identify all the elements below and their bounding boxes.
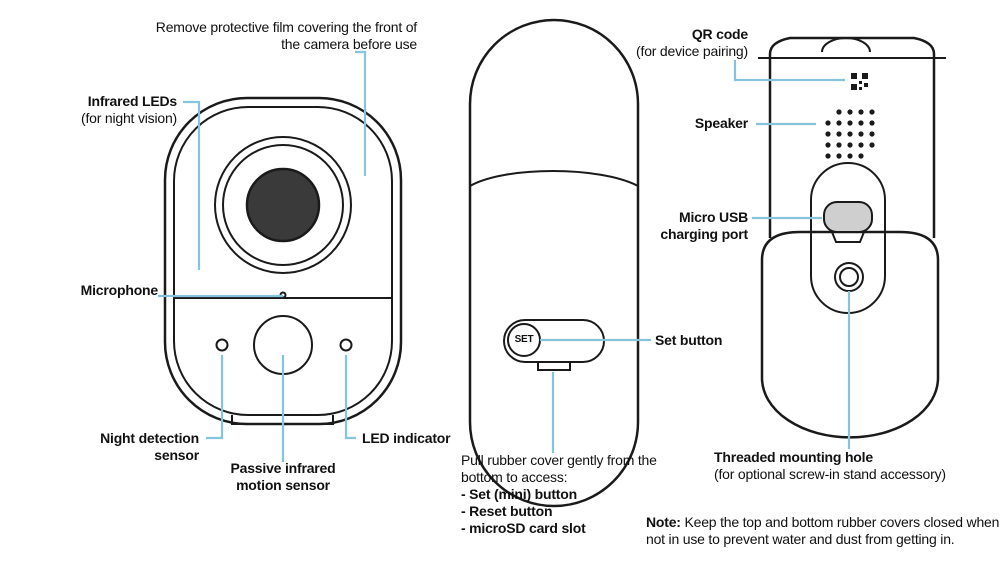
- micro-usb-label: Micro USB charging port: [660, 209, 748, 243]
- speaker-hole: [847, 142, 853, 148]
- speaker-hole: [836, 131, 842, 137]
- speaker-hole: [836, 142, 842, 148]
- infrared-leds-subtitle: (for night vision): [81, 110, 177, 126]
- speaker-hole: [858, 120, 864, 126]
- speaker-hole: [858, 142, 864, 148]
- pull-item2: - Reset button: [461, 503, 553, 519]
- note-text: Note: Keep the top and bottom rubber cov…: [646, 514, 999, 548]
- speaker-hole: [836, 120, 842, 126]
- micro-usb-line1: Micro USB: [679, 209, 748, 225]
- night-detection-line2: sensor: [154, 447, 199, 463]
- pull-line1: Pull rubber cover gently from the: [461, 452, 657, 468]
- speaker-hole: [869, 131, 875, 137]
- night-detection-label: Night detection sensor: [100, 430, 199, 464]
- speaker-hole: [825, 153, 831, 159]
- front-lens: [214, 136, 352, 274]
- infrared-leds-title: Infrared LEDs: [87, 93, 177, 109]
- note-label: Note:: [646, 514, 681, 530]
- set-icon-text: SET: [514, 334, 534, 345]
- speaker-hole: [869, 142, 875, 148]
- pull-item1: - Set (mini) button: [461, 486, 577, 502]
- speaker-hole: [825, 142, 831, 148]
- pir-line2: motion sensor: [236, 477, 330, 493]
- infrared-leds-label: Infrared LEDs (for night vision): [81, 93, 177, 127]
- speaker-hole: [847, 120, 853, 126]
- film-label: Remove protective film covering the fron…: [156, 19, 417, 53]
- pull-item3: - microSD card slot: [461, 520, 586, 536]
- pir-line1: Passive infrared: [230, 460, 336, 476]
- speaker-hole: [858, 131, 864, 137]
- speaker-hole: [836, 153, 842, 159]
- speaker-hole: [847, 153, 853, 159]
- back-camera-body: [758, 36, 946, 439]
- set-button-text: Set button: [655, 332, 723, 348]
- speaker-text: Speaker: [694, 115, 748, 131]
- speaker-hole: [847, 109, 853, 115]
- speaker-hole: [869, 120, 875, 126]
- speaker-hole: [847, 131, 853, 137]
- qr-code-icon: [851, 73, 868, 90]
- side-camera-body: [468, 18, 640, 508]
- qr-code-label: QR code (for device pairing): [636, 26, 748, 60]
- speaker-hole: [869, 109, 875, 115]
- qr-code-subtitle: (for device pairing): [636, 43, 748, 59]
- qr-code-title: QR code: [691, 26, 748, 42]
- led-indicator-label: LED indicator: [362, 430, 451, 447]
- speaker-label: Speaker: [695, 115, 748, 132]
- pir-label: Passive infrared motion sensor: [222, 460, 344, 494]
- film-label-line2: the camera before use: [281, 36, 417, 52]
- pull-line2: bottom to access:: [461, 469, 568, 485]
- speaker-hole: [836, 109, 842, 115]
- led-indicator: [339, 338, 353, 352]
- night-detection-sensor: [215, 338, 229, 352]
- film-label-line1: Remove protective film covering the fron…: [155, 19, 417, 35]
- set-button-label: Set button: [655, 332, 722, 349]
- pull-cover-label: Pull rubber cover gently from the bottom…: [461, 452, 657, 537]
- micro-usb-line2: charging port: [660, 226, 748, 242]
- back-bracket: [810, 162, 886, 314]
- note-line1: Keep the top and bottom rubber covers cl…: [684, 514, 1000, 530]
- microphone-label: Microphone: [80, 282, 159, 299]
- mounting-hole-title: Threaded mounting hole: [714, 449, 873, 465]
- mounting-hole-label: Threaded mounting hole (for optional scr…: [714, 449, 946, 483]
- led-indicator-text: LED indicator: [362, 430, 451, 446]
- speaker-grill: [825, 109, 875, 159]
- speaker-hole: [858, 153, 864, 159]
- speaker-hole: [825, 131, 831, 137]
- mounting-hole-subtitle: (for optional screw-in stand accessory): [714, 466, 946, 482]
- speaker-hole: [858, 109, 864, 115]
- speaker-hole: [825, 120, 831, 126]
- leader-lines: [158, 50, 851, 462]
- night-detection-line1: Night detection: [100, 430, 199, 446]
- microphone-text: Microphone: [80, 282, 159, 298]
- note-line2: not in use to prevent water and dust fro…: [646, 531, 955, 547]
